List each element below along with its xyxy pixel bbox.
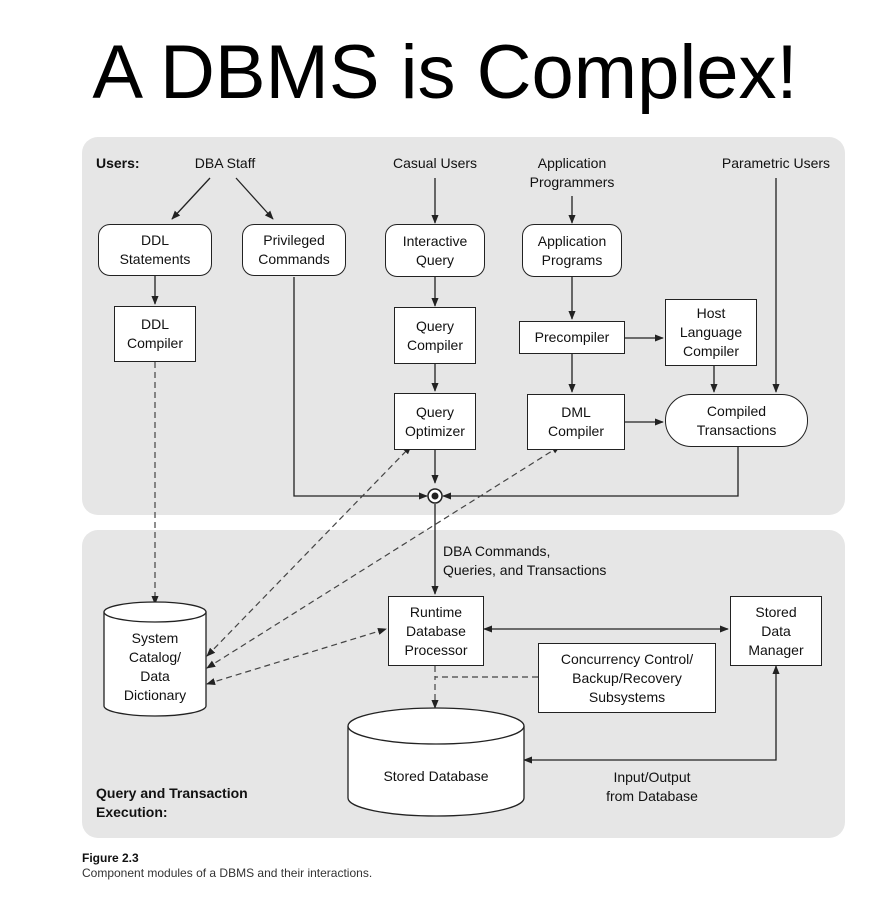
input-output-label: Input/Output from Database <box>606 769 698 804</box>
dashed-runtime-catalog <box>206 627 387 686</box>
dashed-qo-catalog <box>206 445 412 657</box>
dashed-concurrency-to-db <box>431 676 538 709</box>
arrow-sdm-to-db <box>523 665 780 764</box>
application-programmers-label: Application Programmers <box>529 155 615 190</box>
parametric-users-label: Parametric Users <box>721 155 831 171</box>
system-catalog-cylinder <box>103 601 207 717</box>
arrow-dba-to-ddl <box>171 177 211 220</box>
arrow-ct-to-junction <box>442 447 739 500</box>
figure-caption: Component modules of a DBMS and their in… <box>82 866 373 880</box>
execution-label: Query and Transaction Execution: <box>96 785 248 820</box>
figure-number: Figure 2.3 <box>82 851 139 865</box>
dba-staff-label: DBA Staff <box>194 155 256 171</box>
page-title: A DBMS is Complex! <box>92 30 798 115</box>
casual-users-label: Casual Users <box>392 155 478 171</box>
precompiler-node: Precompiler <box>519 321 625 354</box>
stored-database-cylinder <box>347 707 525 817</box>
users-label: Users: <box>96 155 140 171</box>
stored-database-node: Stored Database <box>383 767 489 784</box>
arrow-dba-to-privileged <box>235 177 274 220</box>
dba-commands-label: DBA Commands, Queries, and Transactions <box>443 543 607 578</box>
